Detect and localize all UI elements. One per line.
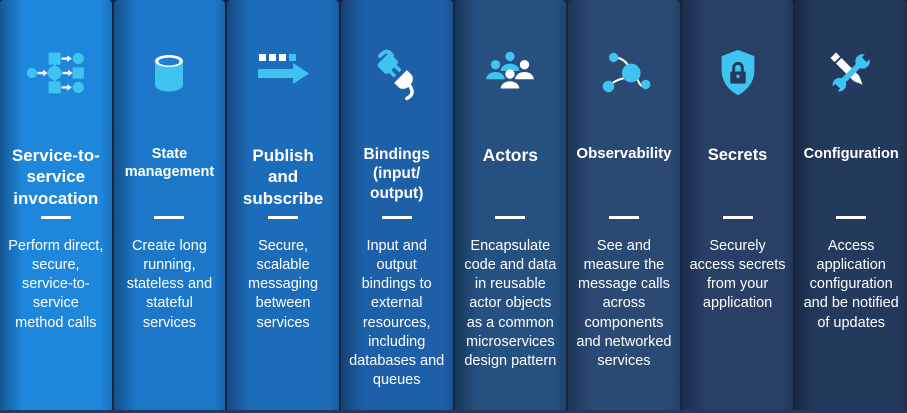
tools-icon <box>829 51 873 94</box>
icon-area <box>24 0 88 145</box>
icon-area <box>711 0 765 145</box>
column-observability: Observability See and measure the messag… <box>568 0 680 413</box>
divider <box>495 216 526 219</box>
divider <box>608 216 639 219</box>
divider <box>836 216 867 219</box>
column-service-invocation: Service-to- service invocation Perform d… <box>0 0 112 413</box>
people-icon <box>486 51 535 89</box>
plug-icon <box>377 49 414 100</box>
icon-area <box>141 0 197 145</box>
column-title: Publish and subscribe <box>242 146 324 208</box>
network-nodes-icon <box>602 52 651 92</box>
column-title: Bindings (input/ output) <box>363 146 430 202</box>
divider <box>381 216 412 219</box>
column-publish-subscribe: Publish and subscribe Secure, scalable m… <box>227 0 339 413</box>
column-title: Service-to- service invocation <box>11 146 100 208</box>
divider <box>154 216 185 219</box>
flowchart-icon <box>26 52 84 93</box>
column-title: Observability <box>576 145 672 162</box>
pubsub-arrow-icon <box>258 53 310 84</box>
column-title: Actors <box>482 145 539 165</box>
icon-area <box>253 0 313 145</box>
icon-area <box>824 0 878 145</box>
bottom-edge-bar <box>0 410 907 413</box>
column-state-management: State management Create long running, st… <box>113 0 226 413</box>
icon-area <box>368 0 426 145</box>
column-title: Secrets <box>707 146 768 164</box>
divider <box>268 216 299 219</box>
column-secrets: Secrets Securely access secrets from you… <box>681 0 794 413</box>
column-description: Encapsulate code and data in reusable ac… <box>464 238 557 369</box>
icon-area <box>595 0 653 145</box>
column-configuration: Configuration Access application configu… <box>795 0 907 413</box>
column-bindings: Bindings (input/ output) Input and outpu… <box>340 0 453 413</box>
column-description: Securely access secrets from your applic… <box>689 238 786 312</box>
icon-area <box>481 0 539 145</box>
column-actors: Actors Encapsulate code and data in reus… <box>454 0 567 413</box>
database-icon <box>155 54 184 91</box>
column-title: State management <box>124 146 215 181</box>
column-description: See and measure the message calls across… <box>576 238 672 369</box>
column-description: Access application configuration and be … <box>803 238 899 331</box>
column-description: Secure, scalable messaging between servi… <box>248 238 319 331</box>
column-description: Perform direct, secure, service-to-servi… <box>8 238 104 331</box>
divider <box>722 216 753 219</box>
column-description: Input and output bindings to external re… <box>349 238 445 388</box>
column-title: Configuration <box>803 146 899 162</box>
column-description: Create long running, stateless and state… <box>126 238 213 331</box>
shield-lock-icon <box>721 49 754 95</box>
divider <box>40 216 71 219</box>
